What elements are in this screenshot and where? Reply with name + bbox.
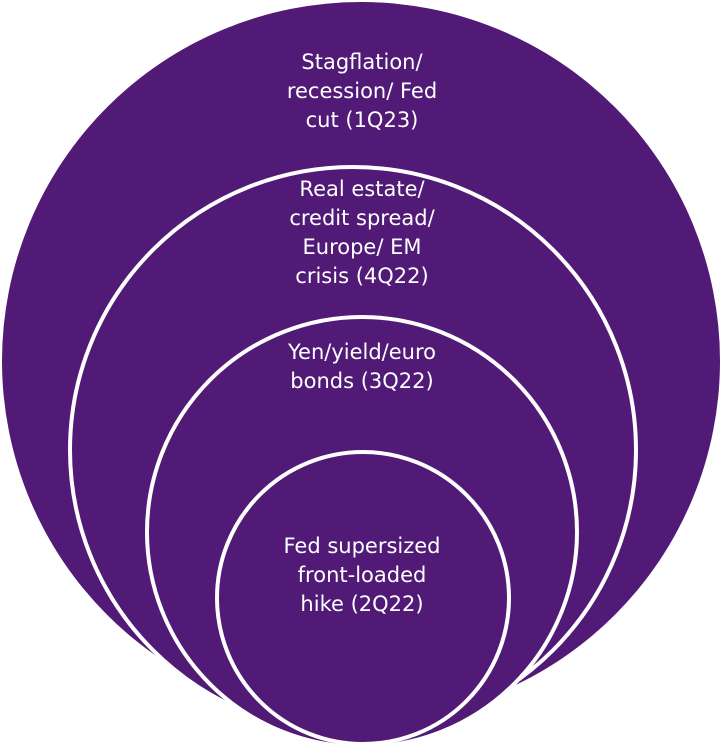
circle-fed-hike — [215, 450, 511, 746]
label-fed-hike: Fed supersized front-loaded hike (2Q22) — [283, 534, 441, 616]
label-stagflation-recession: Stagflation/ recession/ Fed cut (1Q23) — [286, 50, 438, 132]
label-real-estate-credit: Real estate/ credit spread/ Europe/ EM c… — [289, 177, 435, 288]
label-yen-yield-euro: Yen/yield/euro bonds (3Q22) — [287, 340, 436, 393]
